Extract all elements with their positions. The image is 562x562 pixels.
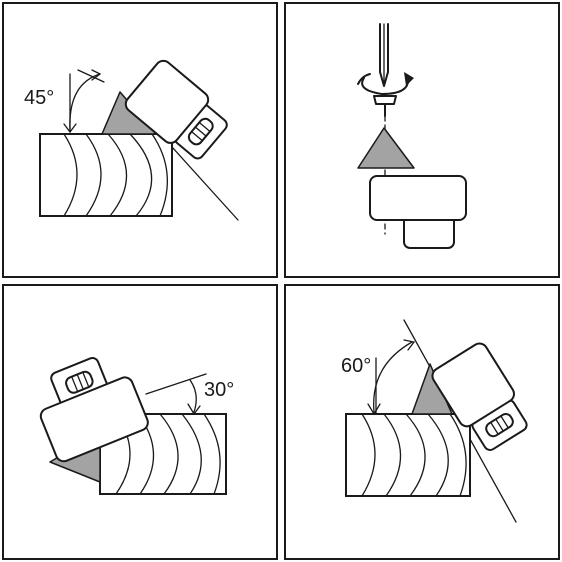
sharpener-body-icon [39, 357, 149, 463]
triangle-blade-icon [357, 127, 415, 169]
angle-label-30: 30° [204, 379, 235, 401]
arc-arrow [403, 339, 416, 351]
panel-60-degrees: 60° [284, 284, 560, 560]
angle-arc [69, 73, 101, 131]
wood-block-icon [345, 413, 471, 497]
sharpener-body-icon [431, 342, 528, 451]
panel-30-degrees: 30° [2, 284, 278, 560]
panel-mount-screw [284, 2, 560, 278]
angle-reference-line [77, 69, 105, 83]
diagram-45-degrees [39, 59, 239, 221]
angle-label-60: 60° [341, 355, 372, 377]
diagram-30-degrees [39, 357, 227, 495]
sharpener-body-icon [124, 59, 228, 160]
screwdriver-icon [379, 23, 389, 87]
angle-reference-line [145, 373, 207, 395]
arc-arrow [91, 69, 102, 81]
arc-arrow [63, 123, 77, 134]
angle-arc [189, 379, 197, 413]
panel-45-degrees: 45° [2, 2, 278, 278]
diagram-60-degrees [345, 319, 528, 523]
wood-block-icon [39, 133, 173, 217]
angle-label-45: 45° [24, 87, 55, 109]
arc-arrow [187, 403, 201, 416]
diagram-mount-screw [357, 23, 467, 249]
angle-arc [373, 341, 413, 413]
rotate-arrow-icon [357, 72, 414, 95]
sharpener-body-icon [369, 175, 467, 249]
screw-icon [373, 95, 397, 117]
arc-arrow [367, 403, 381, 416]
